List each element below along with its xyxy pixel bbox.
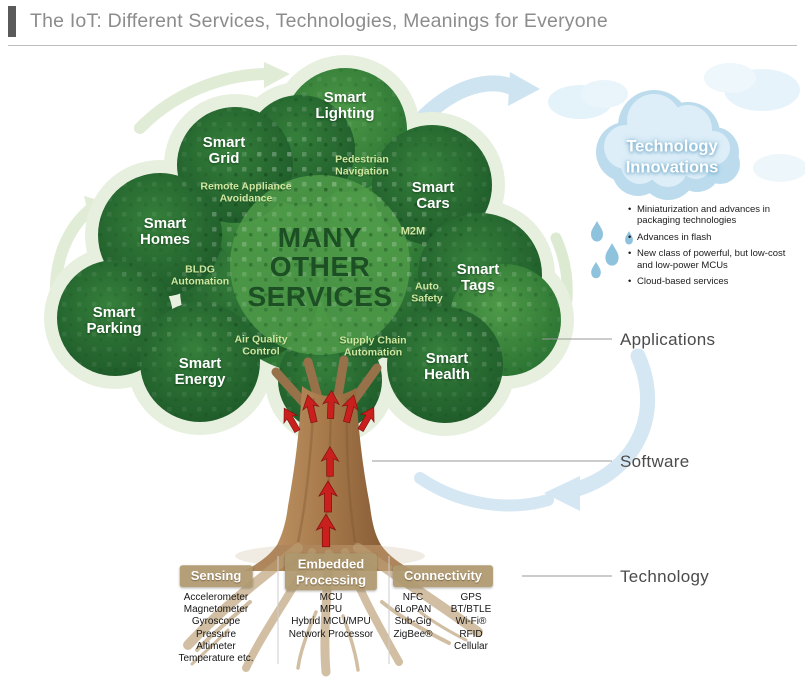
list-item: NFC [402, 592, 424, 603]
column-dividers [277, 556, 390, 664]
list-item: Gyroscope [191, 616, 241, 628]
connectivity-list-col2: GPS BT/BTLE Wi-Fi® RFID Cellular [440, 592, 502, 653]
label-smart-lighting: Smart Lighting [315, 88, 375, 122]
list-item: BT/BTLE [450, 604, 492, 616]
innovation-cloud [596, 90, 740, 200]
label-remote-appliance-avoidance: Remote Appliance Avoidance [200, 180, 292, 205]
label-pedestrian-navigation: Pedestrian Navigation [335, 153, 389, 178]
root-header-connectivity: Connectivity [392, 565, 494, 587]
label-smart-parking: Smart Parking [86, 303, 142, 337]
list-item: Sub-Gig [394, 616, 432, 628]
label-smart-tags: Smart Tags [456, 260, 500, 294]
list-item: Pressure [195, 628, 236, 640]
list-item: Cellular [454, 640, 488, 652]
list-item: RFID [459, 628, 483, 640]
list-item: GPS [460, 592, 482, 603]
faint-clouds [548, 63, 805, 182]
innovations-title: Technology Innovations [625, 137, 719, 176]
label-supply-chain-automation: Supply Chain Automation [339, 334, 407, 359]
header-rule [8, 45, 797, 46]
label-smart-health: Smart Health [424, 349, 470, 383]
raindrop-icons [591, 221, 633, 279]
label-smart-grid: Smart Grid [202, 133, 246, 167]
page-title: The IoT: Different Services, Technologie… [30, 10, 608, 32]
list-item: MCU [319, 592, 343, 603]
list-item: Wi-Fi® [455, 616, 487, 628]
callout-applications: Applications [620, 330, 716, 349]
root-header-sensing: Sensing [179, 565, 253, 587]
innovation-bullet: Advances in flash [628, 232, 802, 244]
callout-technology: Technology [620, 567, 710, 586]
label-smart-homes: Smart Homes [139, 214, 191, 248]
label-many-other-services: MANY OTHER SERVICES [247, 221, 393, 312]
list-item: Network Processor [288, 628, 374, 640]
canopy-foliage [57, 68, 561, 432]
innovation-bullet: New class of powerful, but low-cost and … [628, 248, 802, 271]
label-auto-safety: Auto Safety [411, 280, 443, 305]
list-item: Accelerometer [183, 592, 249, 603]
embedded-processing-list: MCU MPU Hybrid MCU/MPU Network Processor [276, 592, 386, 641]
list-item: 6LoPAN [394, 604, 432, 616]
list-item: Magnetometer [183, 604, 249, 616]
label-bldg-automation: BLDG Automation [170, 263, 230, 288]
connectivity-list-col1: NFC 6LoPAN Sub-Gig ZigBee® [384, 592, 442, 641]
branches [271, 355, 382, 407]
label-m2m: M2M [400, 225, 426, 238]
callout-lines [372, 338, 612, 577]
list-item: ZigBee® [393, 628, 433, 640]
callout-software: Software [620, 452, 690, 471]
list-item: Hybrid MCU/MPU [291, 616, 371, 628]
innovation-bullet: Cloud-based services [628, 276, 802, 288]
innovation-bullets: Miniaturization and advances in packagin… [628, 204, 802, 292]
label-air-quality-control: Air Quality Control [234, 333, 288, 358]
sensing-list: Accelerometer Magnetometer Gyroscope Pre… [161, 592, 271, 665]
innovation-bullet: Miniaturization and advances in packagin… [628, 204, 802, 227]
list-item: MPU [319, 604, 343, 616]
label-smart-energy: Smart Energy [174, 354, 226, 388]
list-item: Temperature etc. [178, 653, 254, 665]
root-header-embedded-processing: Embedded Processing [284, 553, 378, 591]
label-smart-cars: Smart Cars [411, 178, 455, 212]
list-item: Altimeter [196, 640, 236, 652]
header-accent-bar [8, 6, 16, 37]
